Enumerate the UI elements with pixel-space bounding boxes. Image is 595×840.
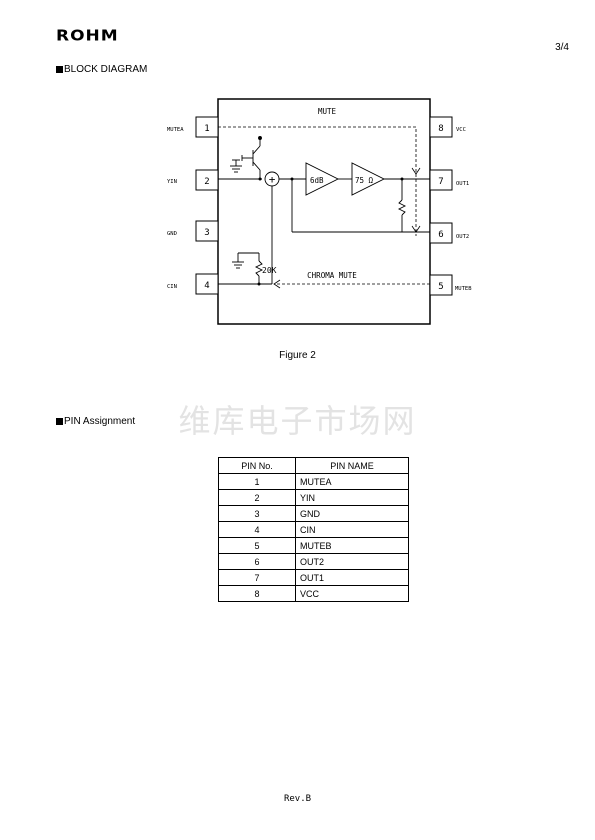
pin-3-number: 3 [204,228,209,238]
bullet-square-icon [56,418,63,425]
pin-8-number: 8 [438,124,443,134]
pin-no-cell: 5 [218,537,296,554]
pin-no-cell: 1 [218,473,296,490]
pin-8-box [429,116,453,138]
pin-1-name: MUTEA [167,127,184,133]
pin-6-name: OUT2 [456,234,469,240]
pin-6-box [429,222,453,244]
pin-5-name: MUTEB [455,286,472,292]
revision-footer: Rev.B [283,794,312,804]
pin-2-name: YIN [167,179,177,185]
rohm-logo: ROHM [56,27,119,45]
pin-name-cell: OUT1 [295,569,409,586]
bias-ground-icon [232,253,244,269]
mute-label: MUTE [318,107,337,116]
pin-name-cell: OUT2 [295,553,409,570]
amp-75ohm-label: 75 Ω [355,176,374,185]
column-header-pin-no: PIN No. [218,457,296,474]
ic-body [217,98,431,325]
pin-no-cell: 2 [218,489,296,506]
pin-no-cell: 7 [218,569,296,586]
table-header-row: PIN No. PIN NAME [218,457,409,474]
pin-name-cell: GND [295,505,409,522]
page-number: 3/4 [555,42,569,53]
block-diagram: 1 2 3 4 8 7 6 5 MUTEA YIN GND CIN VCC OU… [167,98,472,325]
pin-5-box [429,274,453,296]
pin-3-name: GND [167,231,177,237]
pin-4-number: 4 [204,281,209,291]
pin-name-cell: MUTEB [295,537,409,554]
pin-no-cell: 8 [218,585,296,602]
pin-name-cell: VCC [295,585,409,602]
block-diagram-heading-text: BLOCK DIAGRAM [64,64,148,75]
pin-7-box [429,169,453,191]
output-resistor-icon [397,199,407,216]
pin-assignment-heading-text: PIN Assignment [64,416,136,427]
pin-name-cell: CIN [295,521,409,538]
sum-symbol: + [269,173,276,186]
pin-no-cell: 6 [218,553,296,570]
pin-2-number: 2 [204,177,209,187]
mute-arrow-1-icon [411,167,421,175]
bullet-square-icon [56,66,63,73]
pin-1-number: 1 [204,124,209,134]
pin-6-number: 6 [438,230,443,240]
bias-resistor-20k-icon [254,260,264,277]
pin-name-cell: YIN [295,489,409,506]
input-transistor [230,136,262,178]
column-header-pin-name: PIN NAME [295,457,409,474]
amp-6db-label: 6dB [310,176,324,185]
pin-7-name: OUT1 [456,181,469,187]
mute-control-line [218,126,417,236]
amp-75ohm-icon [351,162,386,196]
pin-5-number: 5 [438,282,443,292]
pin-7-number: 7 [438,177,443,187]
pin-assignment-heading: PIN Assignment [56,416,135,427]
chroma-mute-label: CHROMA MUTE [307,271,357,280]
figure-caption: Figure 2 [279,350,316,361]
block-diagram-heading: BLOCK DIAGRAM [56,64,147,75]
pin-no-cell: 3 [218,505,296,522]
pin-3-box [195,220,219,242]
pin-2-box [195,169,219,191]
pin-4-name: CIN [167,284,177,290]
chroma-mute-arrow-icon [273,279,281,289]
pin-8-name: VCC [456,127,466,133]
watermark-text: 维库电子市场网 [178,402,417,440]
resistor-20k-label: 20K [262,266,277,275]
amp-6db-icon [305,162,340,196]
pin-name-cell: MUTEA [295,473,409,490]
pin-no-cell: 4 [218,521,296,538]
